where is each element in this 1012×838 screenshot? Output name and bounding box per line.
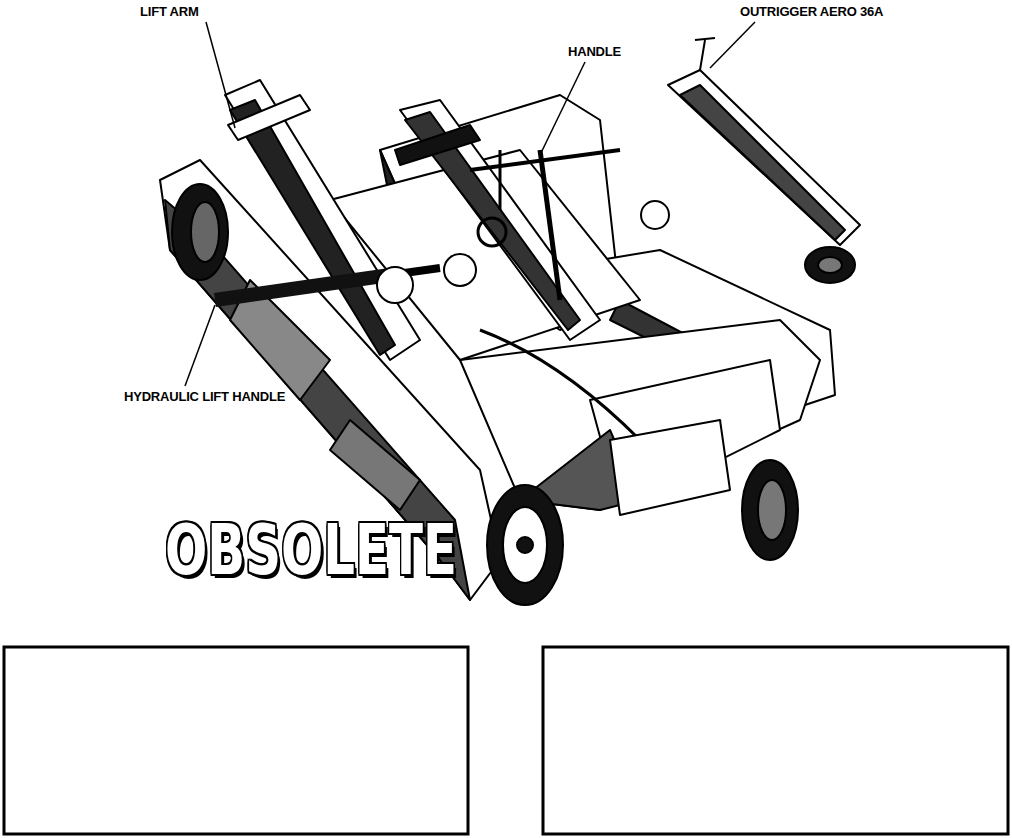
part-name: HYDRAULIC LIFT HANDLE [124,389,285,404]
part-name: OUTRIGGER AERO 36A [740,4,883,19]
watermark: OBSOLETE [165,515,457,585]
empty-frames [4,647,1008,834]
part-name: HANDLE [568,44,621,59]
leader-lines [185,22,755,386]
outrigger-illustration [668,38,860,283]
loader-chassis [160,80,835,605]
part-name: LIFT ARM [140,4,199,19]
